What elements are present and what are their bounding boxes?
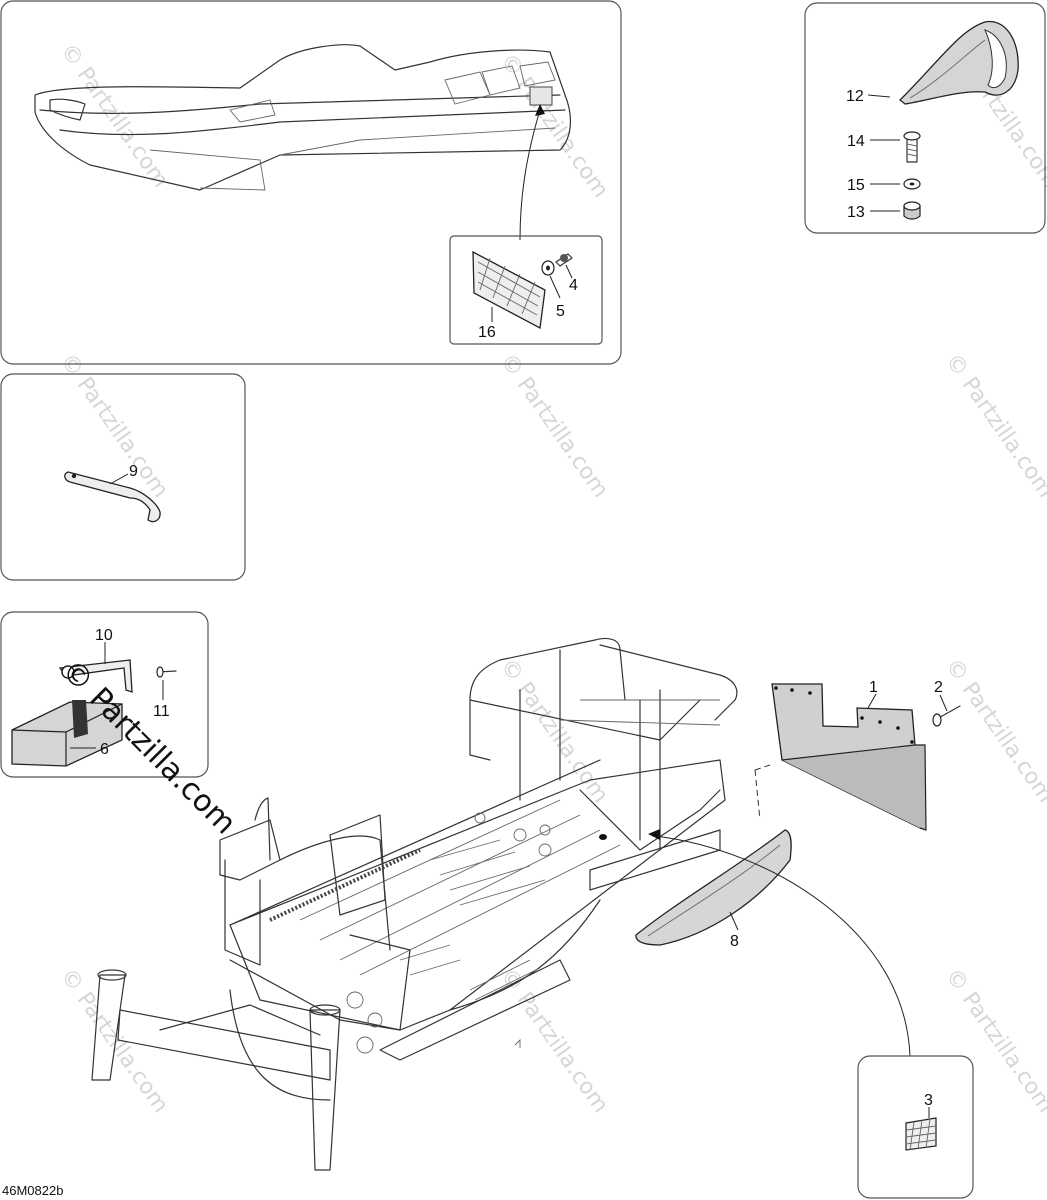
- panel-hand-guard: 12 14 15 13: [804, 2, 1046, 234]
- watermark: © Partzilla.com: [940, 349, 1047, 502]
- panel-reflector-decal: 3: [857, 1055, 974, 1199]
- callout-4: 4: [569, 277, 578, 294]
- callout-15: 15: [847, 177, 865, 194]
- callout-11: 11: [153, 703, 170, 720]
- callout-9: 9: [129, 463, 138, 480]
- callout-1: 1: [869, 679, 878, 696]
- hand-guard-icon: [899, 20, 1019, 105]
- bracket-icon: [58, 659, 133, 693]
- callout-3: 3: [924, 1092, 933, 1109]
- rivet-icon: [156, 666, 177, 678]
- battery-pack-icon: [11, 700, 123, 767]
- panel-rear-body: 4 5 16: [0, 0, 622, 365]
- watermark: © Partzilla.com: [55, 964, 173, 1117]
- watermark: © Partzilla.com: [495, 654, 613, 807]
- rivet-icon: [932, 705, 961, 727]
- panel-spanner-wrench: 9: [0, 373, 246, 581]
- reflector-decal-icon: [472, 250, 546, 330]
- mud-flap-icon: [771, 683, 927, 831]
- panel-bracket: 10 11 6: [0, 611, 209, 778]
- watermark: © Partzilla.com: [940, 654, 1047, 807]
- callout-6: 6: [100, 741, 109, 758]
- screw-icon: [555, 253, 573, 267]
- watermark-group: © Partzilla.com © Partzilla.com © Partzi…: [55, 39, 1047, 1117]
- reflector-decal-icon: [905, 1117, 937, 1151]
- callout-14: 14: [847, 133, 865, 150]
- washer-icon: [541, 260, 555, 276]
- spanner-wrench-icon: [64, 471, 161, 523]
- watermark: © Partzilla.com: [940, 964, 1047, 1117]
- washer-icon: [903, 178, 921, 190]
- callout-10: 10: [95, 627, 113, 644]
- side-reflector-icon: [635, 829, 792, 946]
- callout-2: 2: [934, 679, 943, 696]
- chassis-frame: [91, 637, 738, 1171]
- diagram-code: 46M0822b: [2, 1183, 63, 1198]
- reflector-detail-box: [449, 235, 603, 345]
- callout-13: 13: [847, 204, 865, 221]
- reflector-location: [529, 86, 553, 106]
- callout-16: 16: [478, 324, 496, 341]
- watermark: © Partzilla.com: [495, 49, 613, 202]
- watermark: © Partzilla.com: [55, 39, 173, 192]
- callout-5: 5: [556, 303, 565, 320]
- grommet-icon: [903, 201, 921, 220]
- callout-8: 8: [730, 933, 739, 950]
- callout-12: 12: [846, 88, 864, 105]
- watermark: © Partzilla.com: [495, 349, 613, 502]
- screw-icon: [903, 131, 921, 163]
